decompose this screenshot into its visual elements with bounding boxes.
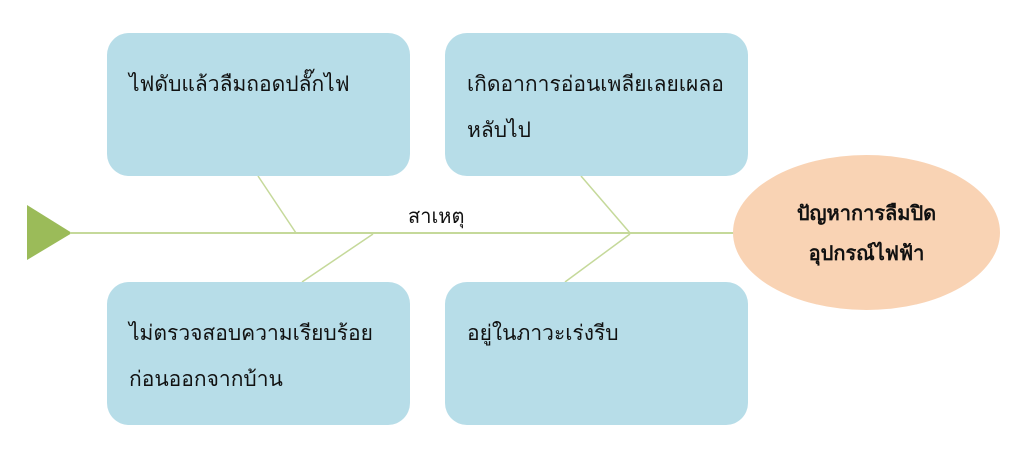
effect-ellipse: ปัญหาการลืมปิด อุปกรณ์ไฟฟ้า xyxy=(733,155,1000,310)
tail-triangle xyxy=(27,205,72,260)
cause-box-4: อยู่ในภาวะเร่งรีบ xyxy=(445,282,748,425)
cause-text: เกิดอาการอ่อนเพลียเลยเผลอหลับไป xyxy=(467,72,724,142)
bone-bottom-left xyxy=(301,233,374,283)
cause-text: ไม่ตรวจสอบความเรียบร้อยก่อนออกจากบ้าน xyxy=(129,321,373,391)
cause-box-1: ไฟดับแล้วลืมถอดปลั๊กไฟ xyxy=(107,33,410,176)
cause-text: ไฟดับแล้วลืมถอดปลั๊กไฟ xyxy=(129,72,350,96)
cause-box-2: เกิดอาการอ่อนเพลียเลยเผลอหลับไป xyxy=(445,33,748,176)
bone-bottom-right xyxy=(564,233,631,283)
bone-top-left xyxy=(257,175,297,234)
effect-line-1: ปัญหาการลืมปิด xyxy=(796,200,937,225)
cause-box-3: ไม่ตรวจสอบความเรียบร้อยก่อนออกจากบ้าน xyxy=(107,282,410,425)
effect-line-2: อุปกรณ์ไฟฟ้า xyxy=(808,240,925,265)
cause-text: อยู่ในภาวะเร่งรีบ xyxy=(467,321,619,345)
spine-label: สาเหตุ xyxy=(408,204,465,228)
bone-top-right xyxy=(580,175,631,234)
